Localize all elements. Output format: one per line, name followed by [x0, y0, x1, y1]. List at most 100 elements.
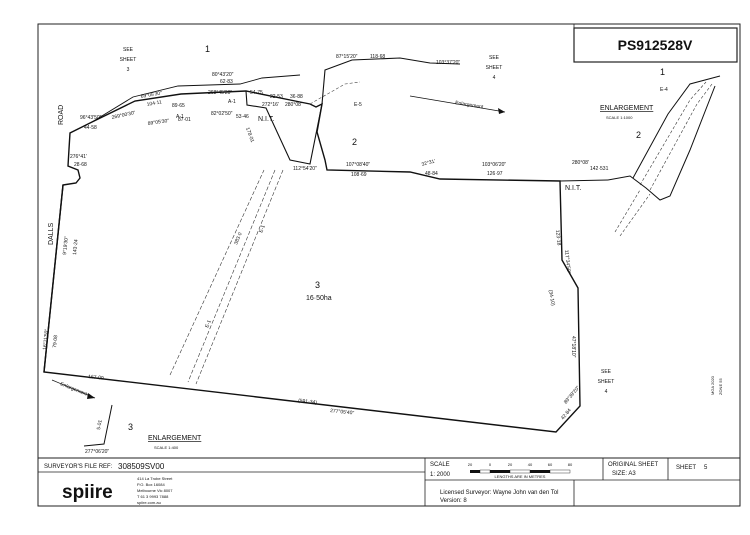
scale-units: LENGTHS ARE IN METRES	[495, 474, 546, 479]
distance-south-west: 167·09	[88, 374, 104, 382]
bearing-lot1-c: 96°43'50"	[80, 115, 102, 121]
mga-line1: MGA 2020	[710, 375, 715, 395]
enl-right-nit-line	[559, 179, 609, 182]
bearing-west-a: 9°19'30"	[62, 236, 70, 255]
bearing-enl-right-a: 280°08'	[572, 160, 589, 166]
bearing-west-b: 16°11'50"	[42, 328, 50, 350]
distance-lot1-c: 44·58	[84, 125, 97, 131]
enl-right-easement-a	[639, 81, 707, 186]
nit-boundary	[245, 90, 323, 165]
bearing-nit-c: 112°54'20"	[293, 166, 317, 172]
bearing-boundary-d: 82°02'50"	[211, 111, 233, 117]
bearing-east-top: 103°06'20"	[482, 162, 506, 168]
lot-2-label: 2	[352, 137, 357, 147]
plan-number: PS912528V	[618, 37, 693, 53]
see-sheet-3-note: SEE SHEET 3	[120, 47, 137, 73]
lot-3-boundary	[43, 90, 581, 433]
sheet-label: SHEET	[676, 465, 696, 471]
see-sheet-4-top-note: SEE SHEET 4	[486, 55, 503, 81]
enlargement-arrow-bottom-label: Enlargement	[59, 381, 88, 397]
road-label-2: DALLS	[48, 222, 55, 245]
easement-a1-label-a: A-1	[228, 99, 236, 105]
easement-e1-label-b: E-1	[204, 319, 213, 329]
company-address-line2: P.O. Box 16084	[137, 482, 166, 487]
lot-3-area: 16·50ha	[306, 295, 332, 302]
enl-right-boundary-a	[632, 75, 721, 179]
distance-east-d: (34·10)	[547, 289, 556, 306]
enl-right-easement-b	[649, 83, 713, 191]
see-sheet-4-top-line1: SEE	[489, 55, 500, 61]
see-sheet-4-bottom-note: SEE SHEET 4	[598, 369, 615, 395]
bearing-east-c: 89°39'20"	[563, 385, 582, 405]
bearing-nit-b: 280°08'	[285, 102, 302, 108]
scale-value: 1: 2000	[430, 472, 451, 478]
scale-bar-segment-5	[530, 470, 550, 473]
file-ref-value: 308509SV00	[118, 462, 165, 471]
company-address-line5: spiire.com.au	[137, 500, 161, 505]
distance-enl-right-a: 142·531	[590, 166, 609, 172]
distance-boundary-c: 87·01	[178, 117, 191, 123]
nit-label-enl: N.I.T.	[565, 185, 581, 192]
lot-2-enl-label: 2	[636, 130, 641, 140]
enlargement-right-scale: SCALE 1:1000	[606, 115, 633, 120]
distance-nit-top-a: 22·53	[270, 94, 283, 100]
distance-boundary-a: 54·75	[250, 90, 263, 96]
bearing-notch: 32°31'	[421, 158, 436, 167]
enlargement-left-scale: SCALE 1:400	[154, 445, 179, 450]
bearing-boundary-b: 269°00'30"	[111, 110, 136, 121]
file-ref-label: SURVEYOR'S FILE REF:	[44, 464, 113, 470]
bearing-lot2-right: 103°37'20"	[436, 60, 460, 66]
easement-e5-label: E-5	[354, 102, 362, 108]
scale-tick-4: 40	[528, 462, 533, 467]
distance-east-a: 123·18	[554, 230, 562, 246]
lot-3-label: 3	[315, 280, 320, 290]
see-sheet-3-line3: 3	[127, 67, 130, 73]
easement-e1-line-b	[195, 169, 284, 385]
bearing-lot2-top: 87°15'20"	[336, 54, 358, 60]
licensed-surveyor: Licensed Surveyor: Wayne John van den To…	[440, 490, 558, 496]
easement-e1-label-a: E-1	[258, 224, 267, 234]
company-address-line3: Melbourne Vic 8007	[137, 488, 173, 493]
distance-mid-top: 108·69	[351, 172, 367, 178]
scale-tick-3: 20	[508, 462, 513, 467]
see-sheet-3-line2: SHEET	[120, 57, 137, 63]
distance-west-b: 79·08	[52, 335, 59, 349]
distance-south-main: (591·34)	[298, 398, 318, 406]
see-sheet-4-bottom-line3: 4	[605, 389, 608, 395]
company-logo: spiire	[62, 482, 113, 503]
bearing-east-b: 47°18'10"	[570, 336, 576, 358]
bearing-corner: 276°41'	[70, 154, 87, 160]
easement-line-top	[309, 81, 361, 105]
sheet-number: 5	[704, 465, 708, 471]
nit-label-main: N.I.T.	[258, 116, 274, 123]
bearing-mid-top: 107°08'40"	[346, 162, 370, 168]
enl-right-boundary-b	[607, 85, 716, 201]
distance-west-a: 143·24	[72, 239, 80, 255]
distance-easement: 383·0	[233, 231, 243, 245]
scale-bar-segment-4	[509, 469, 531, 474]
distance-east-top: 126·97	[487, 171, 503, 177]
see-sheet-4-top-line2: SHEET	[486, 65, 503, 71]
scale-tick-6: 80	[568, 462, 573, 467]
scale-bar-segment-1	[470, 470, 480, 473]
bearing-boundary-a: 268°45'20"	[208, 90, 232, 96]
bearing-east-a: 117°34'50"	[563, 250, 571, 275]
distance-boundary-d: 53·46	[236, 114, 249, 120]
distance-boundary-b: 89·65	[172, 103, 185, 109]
scale-bar-segment-2	[479, 469, 491, 474]
road-label-1: ROAD	[58, 105, 65, 125]
bearing-south-main: 277°05'40"	[330, 408, 355, 417]
lot-3-enl-label: 3	[128, 422, 133, 432]
version: Version: 8	[440, 498, 467, 504]
easement-e1-line-c	[169, 169, 265, 376]
enlargement-right-title: ENLARGEMENT	[600, 105, 654, 112]
scale-bar: 20 0 20 40 60 80 LENGTHS ARE IN METRES	[468, 462, 573, 479]
distance-nit-side: 178·01	[244, 127, 255, 144]
bearing-boundary-c: 89°05'30"	[147, 118, 169, 127]
mga-line2: ZONE 55	[718, 378, 723, 395]
scale-bar-segment-3	[490, 470, 510, 473]
company-address-line4: T 61 3 9993 7888	[137, 494, 169, 499]
original-sheet-size: SIZE: A3	[612, 471, 636, 477]
